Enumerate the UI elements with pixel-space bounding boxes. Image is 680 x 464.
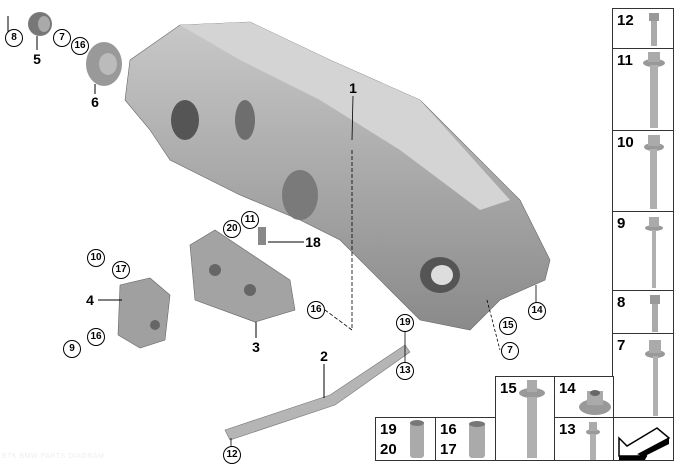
leader-lines <box>230 95 537 446</box>
callout-20: 20 <box>223 220 241 238</box>
part-number: 20 <box>380 441 397 458</box>
bolt-icon <box>643 52 665 128</box>
part-box-8: 8 <box>612 290 674 334</box>
part-box-11: 11 <box>612 48 674 131</box>
bolt-icon <box>649 13 659 46</box>
part-number: 10 <box>617 134 634 151</box>
part-number: 7 <box>617 337 626 354</box>
threaded-insert-icon <box>410 420 424 458</box>
part-number: 16 <box>440 421 457 438</box>
callout-15: 15 <box>499 317 517 335</box>
part-box-19-20: 19 20 <box>375 417 436 461</box>
label-6: 6 <box>91 94 99 110</box>
callout-12: 12 <box>223 446 241 464</box>
mount-disc-part-6 <box>86 42 122 94</box>
bracket-part-3 <box>189 229 296 338</box>
callout-16: 16 <box>71 37 89 55</box>
label-5: 5 <box>33 51 41 67</box>
label-3: 3 <box>252 339 260 355</box>
part-box-14: 14 <box>554 376 614 418</box>
bolt-icon <box>586 422 600 460</box>
part-number: 17 <box>440 441 457 458</box>
callout-7: 7 <box>53 29 71 47</box>
clip-part-18 <box>258 227 266 245</box>
label-4: 4 <box>86 292 94 308</box>
callout-11: 11 <box>241 211 259 229</box>
axle-carrier-part-1 <box>124 21 551 331</box>
part-box-16-17: 16 17 <box>435 417 496 461</box>
callout-9: 9 <box>63 340 81 358</box>
strut-part-2 <box>224 344 411 441</box>
part-box-15: 15 <box>495 376 555 461</box>
bolt-icon <box>644 135 664 209</box>
mount-part-4 <box>98 277 171 349</box>
part-box-9: 9 <box>612 211 674 291</box>
part-number: 12 <box>617 12 634 29</box>
bolt-icon <box>645 217 663 288</box>
part-number: 14 <box>559 380 576 397</box>
callout-19: 19 <box>396 314 414 332</box>
threaded-insert-icon <box>469 421 485 458</box>
bolt-icon <box>650 295 660 332</box>
bushing-part-5 <box>7 12 52 50</box>
part-number: 11 <box>617 52 633 69</box>
label-18: 18 <box>305 234 321 250</box>
part-box-13: 13 <box>554 417 614 461</box>
callout-7: 7 <box>501 342 519 360</box>
callout-17: 17 <box>112 261 130 279</box>
label-1: 1 <box>349 80 357 96</box>
arrow-left-down-icon <box>618 427 671 460</box>
nut-icon <box>579 390 611 415</box>
callout-8: 8 <box>5 29 23 47</box>
part-box-12: 12 <box>612 8 674 49</box>
watermark: ETK BMW PARTS DIAGRAM <box>2 453 105 460</box>
part-number: 13 <box>559 421 576 438</box>
part-box-10: 10 <box>612 130 674 212</box>
callout-14: 14 <box>528 302 546 320</box>
part-number: 9 <box>617 215 626 232</box>
callout-16: 16 <box>87 328 105 346</box>
callout-13: 13 <box>396 362 414 380</box>
bolt-icon <box>645 340 665 416</box>
part-number: 19 <box>380 421 397 438</box>
label-2: 2 <box>320 348 328 364</box>
callout-10: 10 <box>87 249 105 267</box>
part-number: 8 <box>617 294 626 311</box>
part-number: 15 <box>500 380 517 397</box>
part-box-7: 7 <box>612 333 674 418</box>
callout-16: 16 <box>307 301 325 319</box>
navigation-arrow-box[interactable] <box>612 417 674 461</box>
bolt-icon <box>519 380 545 458</box>
